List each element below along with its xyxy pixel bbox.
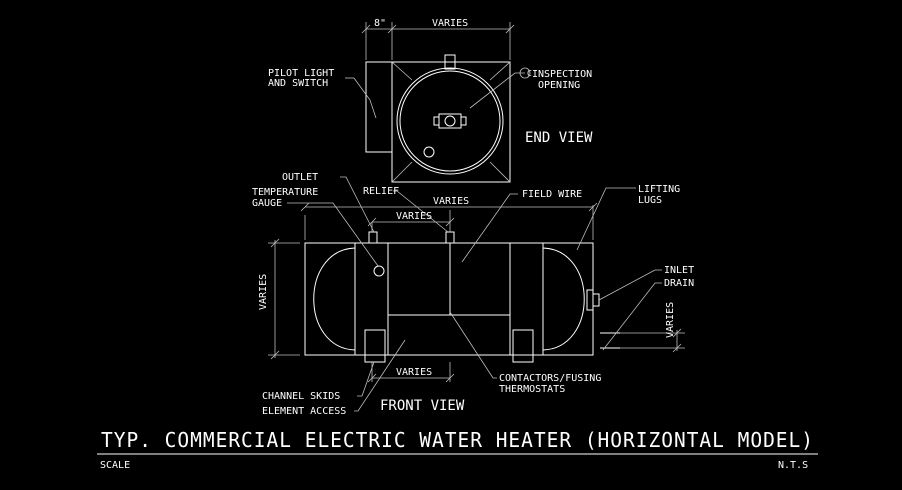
scale-label: SCALE (100, 460, 130, 471)
label-opening: OPENING (538, 80, 580, 91)
label-drain: DRAIN (664, 278, 694, 289)
temperature-gauge (373, 265, 385, 277)
outlet-nozzle (368, 231, 378, 244)
label-pilot-switch: AND SWITCH (268, 78, 328, 89)
label-gauge: GAUGE (252, 198, 282, 209)
label-contactors: CONTACTORS/FUSING (499, 373, 601, 384)
dim-end-width: VARIES (432, 18, 468, 29)
end-view-tank-inner (399, 70, 501, 172)
drawing-title: TYP. COMMERCIAL ELECTRIC WATER HEATER (H… (101, 428, 814, 452)
end-view-drain-port (423, 146, 435, 158)
end-view: C (345, 22, 532, 183)
front-view (268, 176, 685, 412)
front-view-title: FRONT VIEW (380, 398, 465, 414)
channel-skid-left (364, 329, 386, 363)
label-thermostats: THERMOSTATS (499, 384, 565, 395)
dim-outlet: VARIES (396, 211, 432, 222)
label-element-access: ELEMENT ACCESS (262, 406, 346, 417)
end-view-top-nozzle (444, 54, 456, 70)
dim-drain-height: VARIES (665, 302, 676, 338)
end-view-tank (396, 67, 504, 175)
pilot-light-box (365, 61, 393, 153)
channel-skid-right (512, 329, 534, 363)
label-field-wire: FIELD WIRE (522, 189, 582, 200)
dim-overall-height: VARIES (258, 274, 269, 310)
dim-8-inch: 8" (374, 18, 386, 29)
element-access-panel (387, 314, 511, 356)
inlet-connection (592, 293, 600, 307)
label-relief: RELIEF (363, 186, 399, 197)
dim-skid: VARIES (396, 367, 432, 378)
tank-right-head (542, 247, 585, 351)
label-pilot-light: PILOT LIGHT (268, 68, 334, 79)
front-view-frame (304, 242, 594, 356)
label-channel-skids: CHANNEL SKIDS (262, 391, 340, 402)
contactor-panel (387, 242, 511, 316)
label-outlet: OUTLET (282, 172, 318, 183)
label-lifting: LIFTING (638, 184, 680, 195)
inspection-symbol: C (527, 69, 532, 78)
label-inspection: INSPECTION (532, 69, 592, 80)
tank-left-head (313, 247, 356, 351)
scale-value: N.T.S (778, 460, 808, 471)
label-inlet: INLET (664, 265, 694, 276)
relief-nozzle (445, 231, 455, 244)
label-temperature: TEMPERATURE (252, 187, 318, 198)
end-view-title: END VIEW (525, 130, 593, 146)
label-lugs: LUGS (638, 195, 662, 206)
dim-relief: VARIES (433, 196, 469, 207)
